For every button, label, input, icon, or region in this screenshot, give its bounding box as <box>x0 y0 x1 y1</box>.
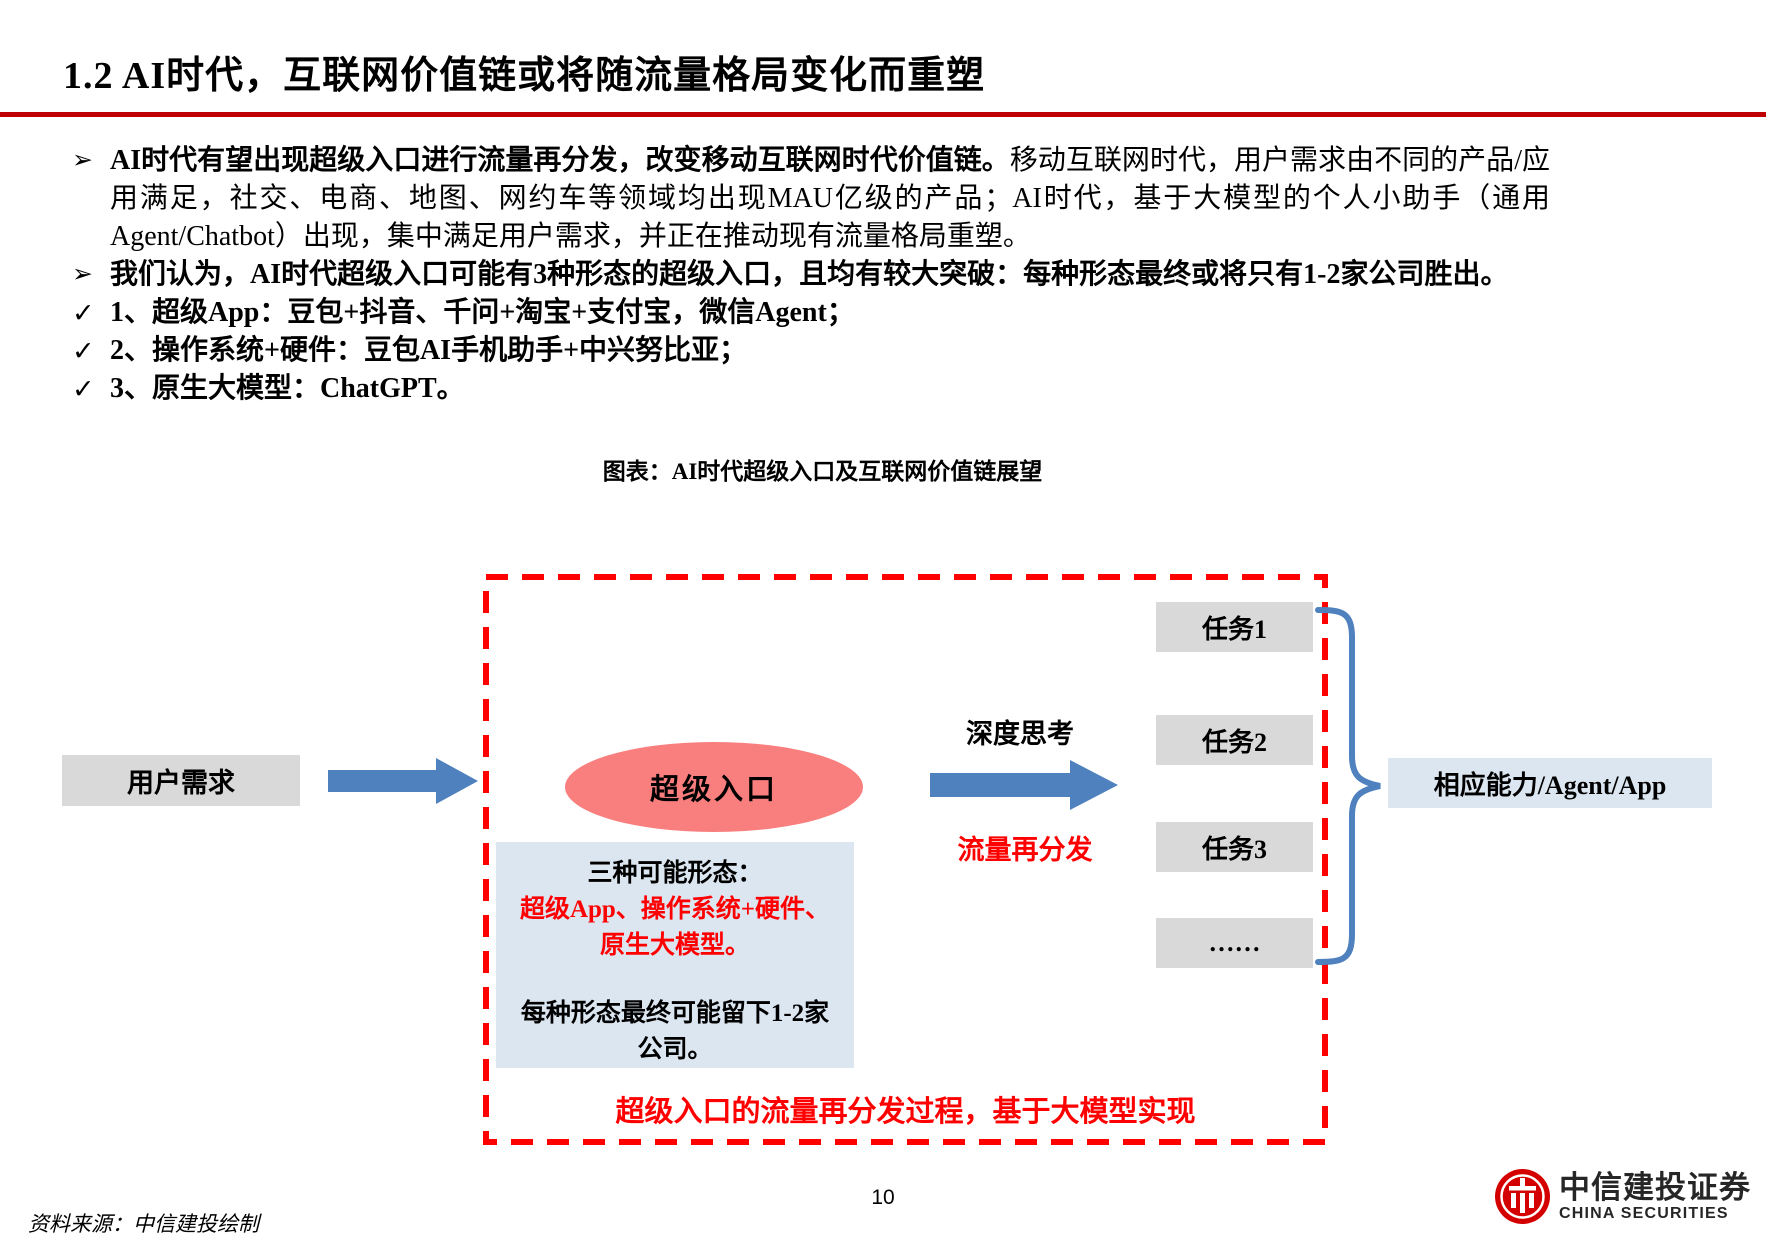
user-demand-box: 用户需求 <box>62 755 300 806</box>
check-text: 2、操作系统+硬件：豆包AI手机助手+中兴努比亚； <box>110 335 748 366</box>
page-title: 1.2 AI时代，互联网价值链或将随流量格局变化而重塑 <box>63 55 986 97</box>
bullet-item: ➢ 我们认为，AI时代超级入口可能有3种形态的超级入口，且均有较大突破：每种形态… <box>72 256 1550 294</box>
curly-brace-icon <box>1315 607 1381 965</box>
redistribution-dashed-frame <box>483 574 1328 1145</box>
figure-caption: 图表：AI时代超级入口及互联网价值链展望 <box>602 459 1043 484</box>
super-entrance-ellipse: 超级入口 <box>565 742 863 832</box>
page-number: 10 <box>871 1186 895 1209</box>
task-box-more: …… <box>1156 918 1313 968</box>
check-icon: ✓ <box>72 374 95 404</box>
arrow-bullet-icon: ➢ <box>72 147 93 174</box>
capability-box: 相应能力/Agent/App <box>1388 758 1712 808</box>
title-underline-rule <box>0 112 1766 117</box>
forms-line: 超级App、操作系统+硬件、 <box>519 896 831 923</box>
bullet-text-rest: 移动互联网时代，用户需求由不同的产品/应用满足，社交、电商、地图、网约车等领域均… <box>110 145 1550 252</box>
bullet-item: ➢ AI时代有望出现超级入口进行流量再分发，改变移动互联网时代价值链。移动互联网… <box>72 142 1550 256</box>
task-box-1: 任务1 <box>1156 602 1313 652</box>
source-note: 资料来源：中信建投绘制 <box>28 1212 259 1236</box>
logo-texts: 中信建投证券 CHINA SECURITIES <box>1559 1169 1751 1223</box>
bullet-text: AI时代有望出现超级入口进行流量再分发，改变移动互联网时代价值链。移动互联网时代… <box>110 142 1550 256</box>
forms-line: 三种可能形态： <box>587 860 763 887</box>
deep-thinking-label: 深度思考 <box>966 719 1074 749</box>
forms-gap <box>496 964 854 996</box>
three-forms-note-box: 三种可能形态： 超级App、操作系统+硬件、 原生大模型。 每种形态最终可能留下… <box>496 842 854 1068</box>
task-box-3: 任务3 <box>1156 822 1313 872</box>
check-item: ✓ 1、超级App：豆包+抖音、千问+淘宝+支付宝，微信Agent； <box>72 294 1550 332</box>
logo-mark-icon <box>1495 1169 1550 1224</box>
traffic-redistribution-label: 流量再分发 <box>957 835 1093 865</box>
check-text: 1、超级App：豆包+抖音、千问+淘宝+支付宝，微信Agent； <box>110 297 855 328</box>
bullet-text: 我们认为，AI时代超级入口可能有3种形态的超级入口，且均有较大突破：每种形态最终… <box>110 259 1509 290</box>
forms-line: 每种形态最终可能留下1-2家 <box>520 1000 830 1027</box>
check-item: ✓ 3、原生大模型：ChatGPT。 <box>72 370 1550 408</box>
arrow-bullet-icon: ➢ <box>72 261 93 288</box>
forms-line: 公司。 <box>637 1036 713 1063</box>
bullet-text-bold: AI时代有望出现超级入口进行流量再分发，改变移动互联网时代价值链。 <box>110 145 1010 176</box>
check-item: ✓ 2、操作系统+硬件：豆包AI手机助手+中兴努比亚； <box>72 332 1550 370</box>
logo-cn-text: 中信建投证券 <box>1559 1169 1751 1205</box>
check-icon: ✓ <box>72 336 95 366</box>
forms-line: 原生大模型。 <box>599 932 750 959</box>
company-logo: 中信建投证券 CHINA SECURITIES <box>1494 1168 1751 1225</box>
flow-arrow-entrance-to-tasks <box>930 760 1118 810</box>
diagram-bottom-note: 超级入口的流量再分发过程，基于大模型实现 <box>615 1096 1196 1128</box>
bullet-list: ➢ AI时代有望出现超级入口进行流量再分发，改变移动互联网时代价值链。移动互联网… <box>72 142 1550 408</box>
task-box-2: 任务2 <box>1156 715 1313 765</box>
logo-en-text: CHINA SECURITIES <box>1559 1204 1729 1222</box>
flow-arrow-demand-to-entrance <box>328 758 478 804</box>
check-icon: ✓ <box>72 298 95 328</box>
check-text: 3、原生大模型：ChatGPT。 <box>110 373 465 404</box>
